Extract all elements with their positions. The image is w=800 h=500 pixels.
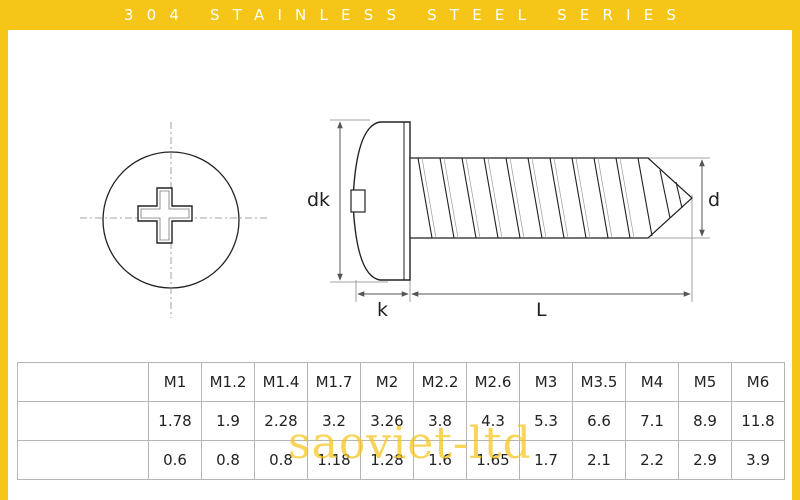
table-row-k: 0.6 0.8 0.8 1.18 1.28 1.6 1.65 1.7 2.1 2… [17, 440, 785, 480]
value-cell: 2.1 [572, 440, 626, 480]
value-cell: 8.9 [678, 401, 732, 441]
size-cell: M1 [148, 362, 202, 402]
phillips-cross [137, 187, 193, 244]
value-cell: 1.28 [360, 440, 414, 480]
value-cell: 2.2 [625, 440, 679, 480]
phillips-cross-shadow [140, 190, 190, 241]
value-cell: 2.9 [678, 440, 732, 480]
value-cell: 6.6 [572, 401, 626, 441]
size-cell: M1.2 [201, 362, 255, 402]
value-cell: 2.28 [254, 401, 308, 441]
value-cell: 1.65 [466, 440, 520, 480]
label-dk: dk [307, 189, 331, 211]
size-cell: M6 [731, 362, 785, 402]
value-cell: 0.6 [148, 440, 202, 480]
head-slot [350, 189, 366, 213]
table-row-dk: 1.78 1.9 2.28 3.2 3.26 3.8 4.3 5.3 6.6 7… [17, 401, 785, 441]
header-band: 304 STAINLESS STEEL SERIES [0, 0, 800, 30]
spec-table: M1 M1.2 M1.4 M1.7 M2 M2.2 M2.6 M3 M3.5 M… [17, 362, 785, 480]
header-title: 304 STAINLESS STEEL SERIES [123, 6, 690, 24]
value-cell: 1.9 [201, 401, 255, 441]
label-k: k [377, 299, 389, 321]
size-cell: M2.2 [413, 362, 467, 402]
value-cell: 3.26 [360, 401, 414, 441]
thread-shading [421, 157, 635, 239]
size-cell: M3.5 [572, 362, 626, 402]
size-cell: M4 [625, 362, 679, 402]
value-cell: 4.3 [466, 401, 520, 441]
value-cell: 3.9 [731, 440, 785, 480]
content-panel: dk d k L M1 M1.2 M1.4 M1.7 M2 M2.2 M2.6 … [8, 30, 792, 500]
size-cell: M1.4 [254, 362, 308, 402]
value-cell: 1.7 [519, 440, 573, 480]
value-cell: 5.3 [519, 401, 573, 441]
head-top-view [80, 122, 270, 318]
value-cell: 1.18 [307, 440, 361, 480]
label-L: L [536, 299, 547, 321]
row-label [17, 362, 149, 402]
size-cell: M1.7 [307, 362, 361, 402]
value-cell: 0.8 [254, 440, 308, 480]
value-cell: 1.6 [413, 440, 467, 480]
size-cell: M2.6 [466, 362, 520, 402]
value-cell: 7.1 [625, 401, 679, 441]
value-cell: 1.78 [148, 401, 202, 441]
value-cell: 3.8 [413, 401, 467, 441]
size-cell: M5 [678, 362, 732, 402]
label-d: d [708, 189, 721, 211]
row-label [17, 440, 149, 480]
size-cell: M3 [519, 362, 573, 402]
value-cell: 11.8 [731, 401, 785, 441]
row-label [17, 401, 149, 441]
table-row-sizes: M1 M1.2 M1.4 M1.7 M2 M2.2 M2.6 M3 M3.5 M… [17, 362, 785, 402]
value-cell: 3.2 [307, 401, 361, 441]
size-cell: M2 [360, 362, 414, 402]
screw-diagram [80, 119, 710, 318]
screw-threads [417, 157, 683, 239]
screw-side-view [330, 119, 710, 302]
value-cell: 0.8 [201, 440, 255, 480]
